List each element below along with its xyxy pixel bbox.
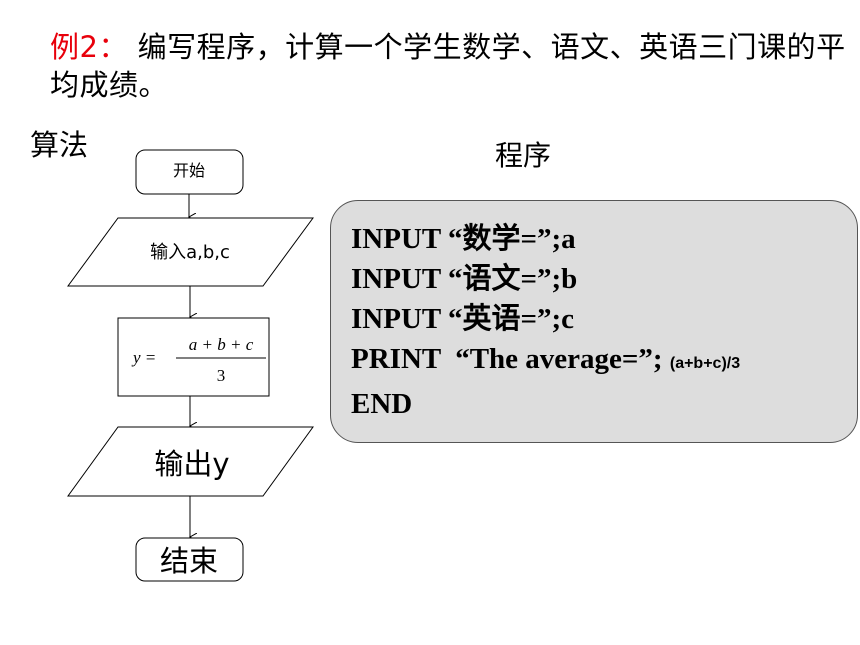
code-line-end: END — [351, 388, 413, 420]
end-node — [135, 537, 244, 582]
output-node-label: 输出y — [154, 447, 229, 481]
code-line-3: INPUT “英语=”;c — [351, 303, 575, 335]
print-expression: (a+b+c)/3 — [669, 355, 741, 372]
program-label: 程序 — [495, 139, 552, 172]
end-node-label: 结束 — [160, 544, 218, 578]
code-line-2: INPUT “语文=”;b — [351, 263, 578, 295]
start-node-label: 开始 — [173, 161, 205, 180]
formula-lhs: y = — [131, 348, 156, 367]
input-node-label: 输入a,b,c — [150, 242, 230, 263]
input-node — [67, 217, 314, 287]
formula-numerator: a + b + c — [189, 335, 254, 354]
algorithm-label: 算法 — [30, 128, 89, 162]
output-node — [67, 426, 314, 497]
problem-statement: 例2： 编写程序，计算一个学生数学、语文、英语三门课的平均成绩。 — [50, 28, 850, 104]
process-node — [117, 317, 270, 397]
example-tag: 例2： — [50, 30, 128, 64]
problem-text: 编写程序，计算一个学生数学、语文、英语三门课的平均成绩。 — [50, 30, 846, 102]
code-line-1: INPUT “数学=”;a — [351, 223, 576, 255]
code-line-4: PRINT “The average=”; (a+b+c)/3 — [351, 339, 857, 384]
formula-denominator: 3 — [217, 366, 226, 385]
program-code-box: INPUT “数学=”;a INPUT “语文=”;b INPUT “英语=”;… — [330, 200, 858, 443]
print-statement: PRINT “The average=”; — [351, 343, 670, 375]
